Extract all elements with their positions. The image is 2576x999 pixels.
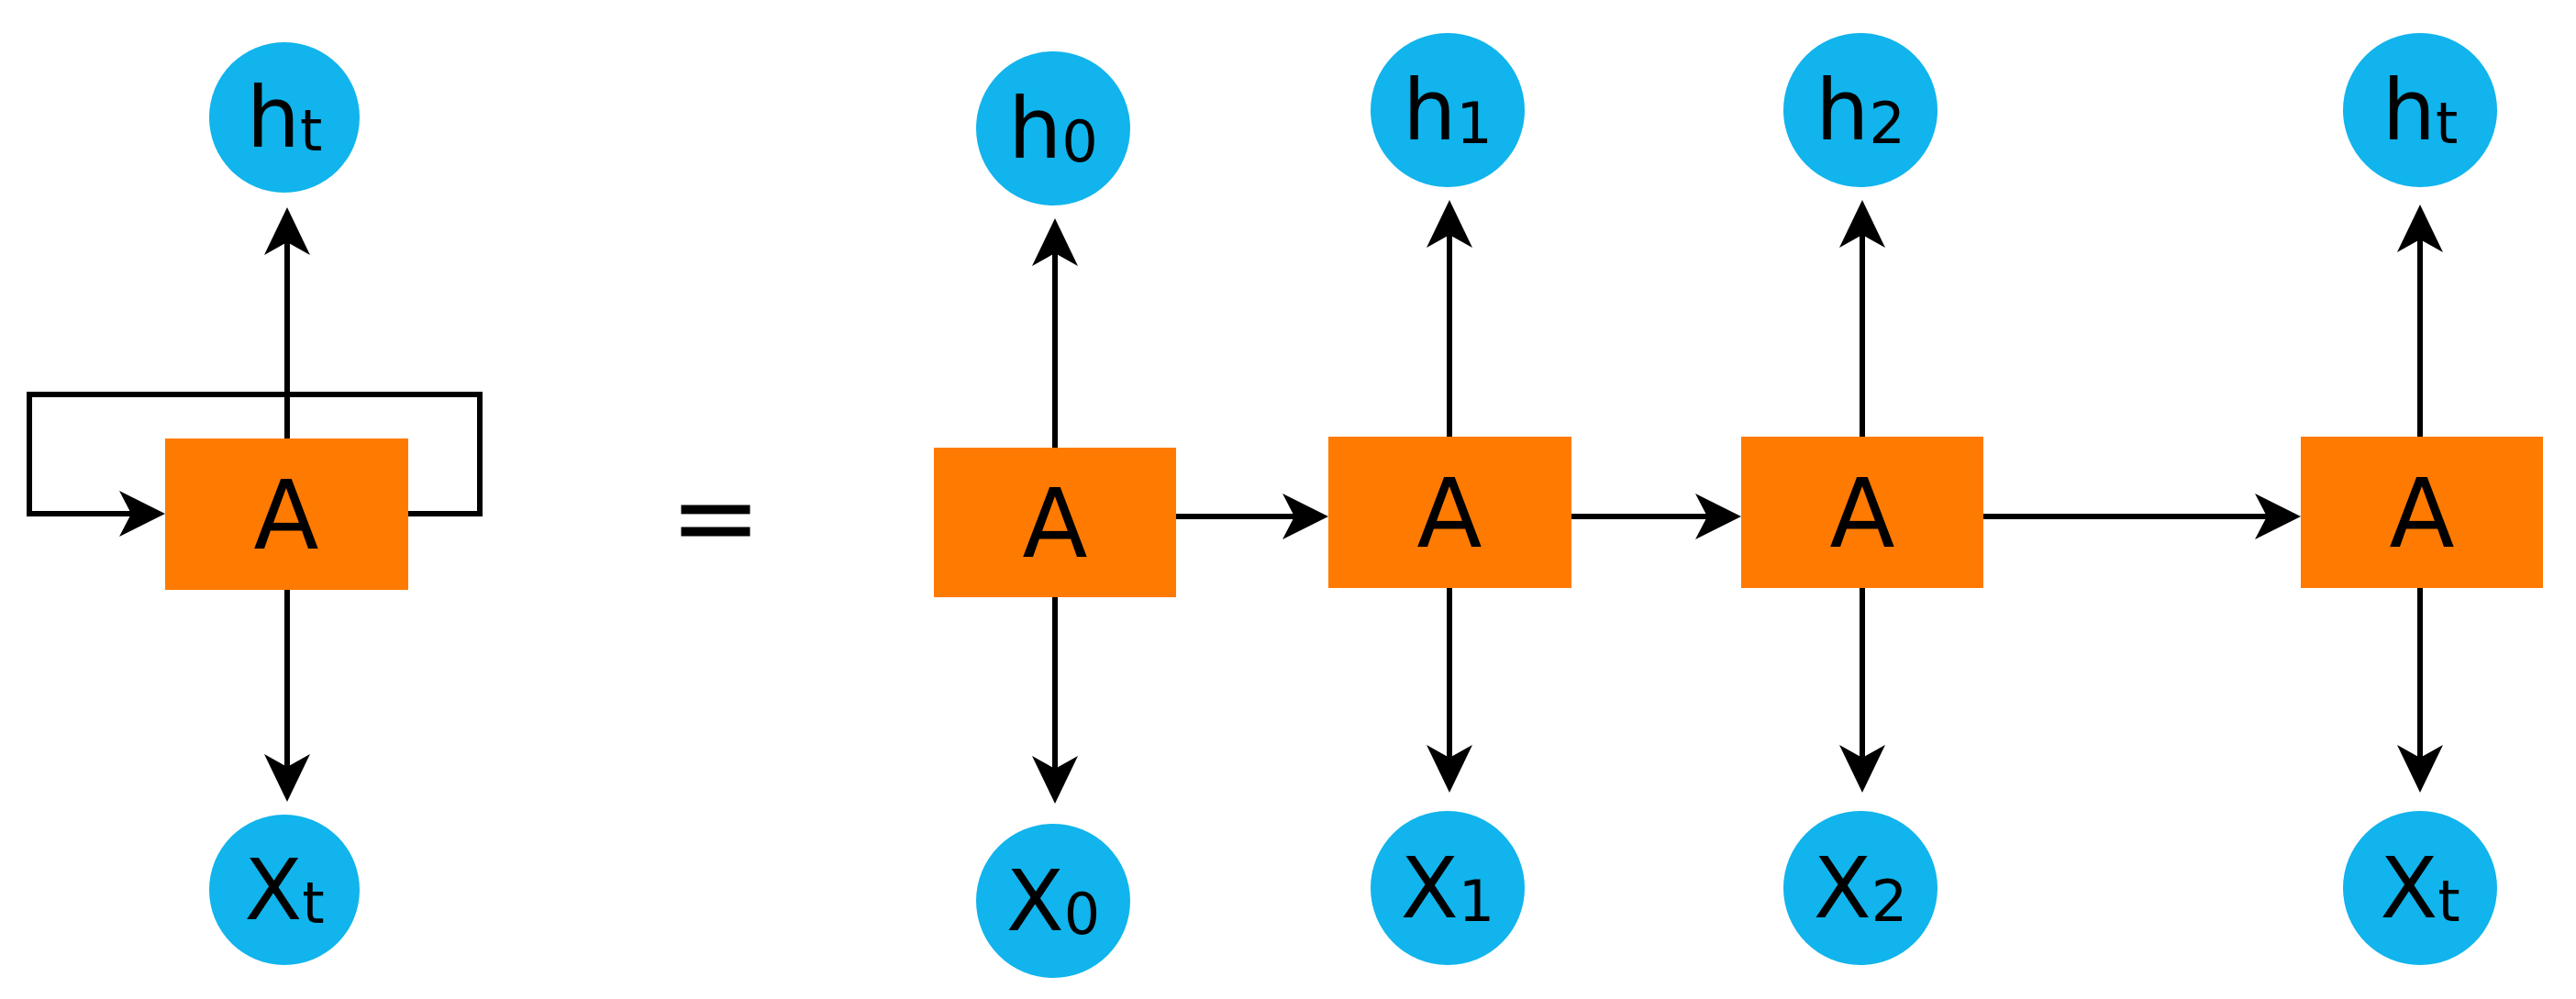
step-t-input-label: Xt — [2380, 839, 2459, 938]
step-0-input-node — [976, 824, 1130, 978]
step-2-input-arrowhead — [1839, 745, 1885, 793]
step-0-input-arrowhead — [1032, 756, 1078, 804]
step-1-output-node — [1371, 33, 1525, 187]
folded-rnn: A ht Xt — [27, 42, 483, 965]
folded-output-arrowhead — [264, 207, 310, 255]
step-t-cell-label: A — [2389, 458, 2454, 570]
equals-sign: = — [670, 454, 762, 582]
step-t-input-arrowhead — [2397, 745, 2443, 793]
step-2-cell — [1741, 437, 1983, 588]
folded-input-arrowhead — [264, 754, 310, 802]
step-1: A h1 X1 — [1328, 33, 1571, 965]
step-0-input-label: X0 — [1006, 852, 1100, 950]
folded-cell-label: A — [253, 460, 318, 572]
step-2-output-label: h2 — [1815, 61, 1905, 160]
step-1-input-arrowhead — [1427, 745, 1472, 793]
step-t-output-node — [2343, 33, 2497, 187]
step-t-cell — [2301, 437, 2543, 588]
step-1-output-label: h1 — [1403, 61, 1493, 160]
step-2-cell-label: A — [1829, 458, 1894, 570]
step-t-input-node — [2343, 811, 2497, 965]
folded-input-node — [209, 815, 360, 965]
step-1-output-arrowhead — [1427, 200, 1472, 248]
step-0-output-arrowhead — [1032, 218, 1078, 266]
step-1-input-label: X1 — [1401, 839, 1494, 938]
step-1-cell-label: A — [1416, 458, 1482, 570]
step-t: A ht Xt — [2301, 33, 2543, 965]
recurrent-loop — [27, 392, 483, 516]
unrolled-rnn: A h0 X0 A h1 X1 A h2 — [934, 33, 2543, 978]
step-t-output-label: ht — [2382, 61, 2459, 160]
step-2-input-node — [1783, 811, 1938, 965]
folded-output-label: ht — [247, 69, 323, 167]
step-0-cell — [934, 448, 1176, 597]
step-0-cell-label: A — [1022, 468, 1087, 580]
step-0-output-label: h0 — [1008, 80, 1098, 178]
loop-arrowhead — [119, 491, 165, 537]
folded-input-label: Xt — [244, 841, 324, 939]
step-2-output-arrowhead — [1839, 200, 1885, 248]
step-t-output-arrowhead — [2397, 205, 2443, 252]
link-2-t-arrowhead — [2255, 494, 2301, 539]
folded-cell — [165, 438, 408, 590]
step-0-output-node — [976, 51, 1130, 205]
step-1-cell — [1328, 437, 1571, 588]
step-2-output-node — [1783, 33, 1938, 187]
step-2-input-label: X2 — [1814, 839, 1907, 938]
folded-output-node — [209, 42, 360, 193]
link-1-2-arrowhead — [1695, 494, 1741, 539]
step-1-input-node — [1371, 811, 1525, 965]
link-0-1-arrowhead — [1282, 494, 1328, 539]
step-2: A h2 X2 — [1741, 33, 1983, 965]
step-0: A h0 X0 — [934, 51, 1176, 978]
